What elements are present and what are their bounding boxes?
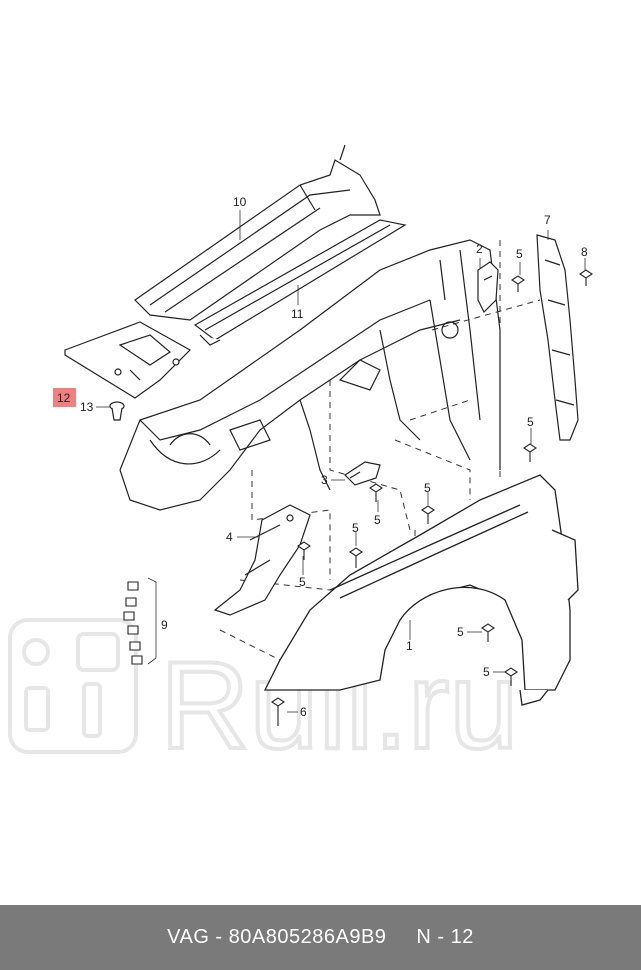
part-11-seal-strip <box>193 219 407 346</box>
callout-3: 3 <box>321 473 328 487</box>
callout-5h: 5 <box>483 665 490 679</box>
body-structure <box>119 239 501 511</box>
callout-8: 8 <box>581 245 588 259</box>
bolt-group <box>271 269 593 726</box>
part-13-clip <box>109 401 125 421</box>
callout-5e: 5 <box>352 521 359 535</box>
part-4-mounting-bracket <box>213 504 311 616</box>
callout-1: 1 <box>406 639 413 653</box>
callout-6: 6 <box>300 705 307 719</box>
callout-5d: 5 <box>374 513 381 527</box>
part-footer: VAG - 80A805286A9B9 N - 12 <box>0 905 641 970</box>
part-3-bracket <box>344 461 381 486</box>
part-9-fastener-kit <box>123 581 143 665</box>
callout-9: 9 <box>161 618 168 632</box>
callout-11: 11 <box>291 307 304 321</box>
watermark-frame <box>8 618 138 754</box>
bolt-icon <box>511 275 525 292</box>
callout-5a: 5 <box>516 247 523 261</box>
callout-12: 12 <box>57 391 71 405</box>
part-10-plenum-cover <box>134 144 381 321</box>
callout-5c: 5 <box>424 481 431 495</box>
watermark-logo-icon <box>22 632 120 738</box>
bolt-icon <box>349 547 363 568</box>
part-2-bracket <box>477 261 499 314</box>
callout-labels: 10 11 7 2 5 8 5 3 5 5 4 5 5 9 1 5 5 6 12… <box>57 195 588 719</box>
callout-4: 4 <box>226 530 233 544</box>
callout-leaders <box>96 210 586 713</box>
bolt-icon <box>297 541 311 560</box>
part-7-seal <box>536 234 579 441</box>
callout-12-highlight <box>53 388 76 407</box>
bolt-icon <box>271 697 285 726</box>
callout-10: 10 <box>233 195 247 209</box>
callout-5g: 5 <box>457 625 464 639</box>
bolt-icon <box>369 483 383 502</box>
bolt-icon <box>481 623 495 642</box>
part-number-label: VAG - 80A805286A9B9 <box>167 926 387 948</box>
callout-5b: 5 <box>527 415 534 429</box>
watermark: Ruli.ru <box>8 618 520 777</box>
bolt-icon <box>523 443 537 462</box>
bolt-icon <box>421 505 435 524</box>
part-12-trim-panel <box>64 321 191 399</box>
bolt-icon <box>579 269 593 286</box>
callout-2: 2 <box>476 242 483 256</box>
diagram-ref-label: N - 12 <box>416 926 474 948</box>
callout-13: 13 <box>80 400 94 414</box>
bolt-icon <box>504 667 518 686</box>
callout-5f: 5 <box>299 575 306 589</box>
callout-7: 7 <box>544 213 551 227</box>
part-1-fender <box>263 474 579 706</box>
